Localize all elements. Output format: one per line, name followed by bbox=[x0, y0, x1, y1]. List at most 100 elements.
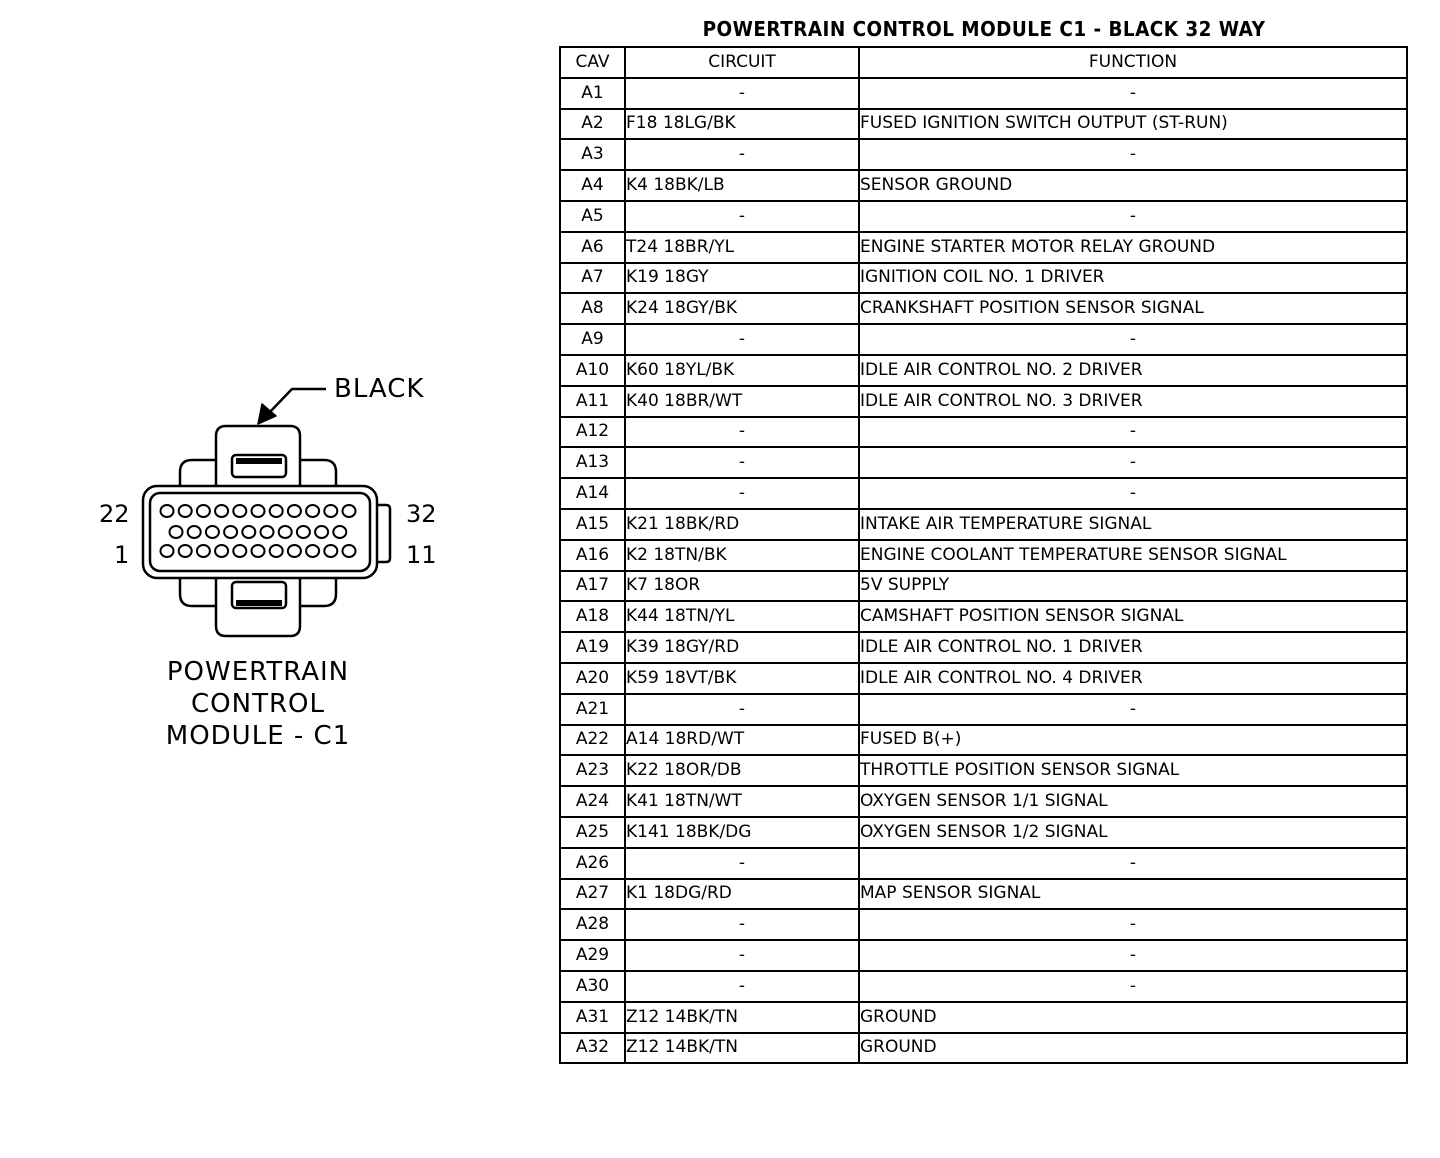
circuit-cell: - bbox=[624, 415, 860, 449]
table-row: A13-- bbox=[559, 446, 1408, 480]
connector-diagram bbox=[141, 387, 392, 638]
circuit-cell: - bbox=[624, 846, 860, 880]
function-cell: MAP SENSOR SIGNAL bbox=[858, 877, 1408, 911]
pin-cavity bbox=[204, 525, 220, 539]
circuit-cell: K141 18BK/DG bbox=[624, 815, 860, 849]
function-cell: ENGINE STARTER MOTOR RELAY GROUND bbox=[858, 230, 1408, 264]
circuit-cell: - bbox=[624, 138, 860, 172]
circuit-cell: K2 18TN/BK bbox=[624, 538, 860, 572]
function-cell: FUSED B(+) bbox=[858, 723, 1408, 757]
pin-label-22: 22 bbox=[99, 500, 130, 528]
circuit-cell: - bbox=[624, 969, 860, 1003]
circuit-cell: A14 18RD/WT bbox=[624, 723, 860, 757]
cav-cell: A16 bbox=[559, 538, 626, 572]
pin-cavity bbox=[186, 525, 202, 539]
function-cell: INTAKE AIR TEMPERATURE SIGNAL bbox=[858, 507, 1408, 541]
top-latch bbox=[214, 424, 302, 487]
pin-cavity bbox=[305, 544, 321, 558]
circuit-cell: K39 18GY/RD bbox=[624, 631, 860, 664]
table-title: POWERTRAIN CONTROL MODULE C1 - BLACK 32 … bbox=[702, 17, 1266, 41]
circuit-cell: K22 18OR/DB bbox=[624, 754, 860, 788]
cav-cell: A5 bbox=[559, 199, 626, 233]
table-row: A5-- bbox=[559, 199, 1408, 233]
function-cell: - bbox=[858, 939, 1408, 972]
cav-cell: A17 bbox=[559, 569, 626, 603]
cav-cell: A1 bbox=[559, 76, 626, 110]
pin-cavity bbox=[159, 504, 175, 518]
circuit-cell: - bbox=[624, 477, 860, 510]
module-caption: POWERTRAIN CONTROL MODULE - C1 bbox=[108, 656, 408, 752]
function-cell: - bbox=[858, 908, 1408, 942]
function-cell: IDLE AIR CONTROL NO. 3 DRIVER bbox=[858, 384, 1408, 418]
leader-arrow-line bbox=[267, 387, 326, 415]
cav-cell: A31 bbox=[559, 1000, 626, 1034]
circuit-cell: - bbox=[624, 446, 860, 480]
function-cell: FUSED IGNITION SWITCH OUTPUT (ST-RUN) bbox=[858, 107, 1408, 141]
cav-cell: A32 bbox=[559, 1031, 626, 1065]
cav-cell: A21 bbox=[559, 692, 626, 726]
cav-cell: A12 bbox=[559, 415, 626, 449]
pin-label-1: 1 bbox=[114, 541, 130, 569]
circuit-cell: K21 18BK/RD bbox=[624, 507, 860, 541]
pin-cavity bbox=[268, 544, 284, 558]
function-cell: SENSOR GROUND bbox=[858, 169, 1408, 202]
pin-cavity bbox=[214, 544, 230, 558]
function-cell: 5V SUPPLY bbox=[858, 569, 1408, 603]
function-cell: CAMSHAFT POSITION SENSOR SIGNAL bbox=[858, 600, 1408, 634]
pin-cavity bbox=[295, 525, 311, 539]
circuit-cell: Z12 14BK/TN bbox=[624, 1000, 860, 1034]
circuit-cell: - bbox=[624, 199, 860, 233]
pin-label-32: 32 bbox=[406, 500, 437, 528]
pin-cavity bbox=[259, 525, 275, 539]
cav-cell: A27 bbox=[559, 877, 626, 911]
pin-cavity bbox=[268, 504, 284, 518]
cav-cell: A23 bbox=[559, 754, 626, 788]
leader-arrow-head bbox=[257, 403, 277, 425]
cav-cell: A20 bbox=[559, 661, 626, 695]
circuit-cell: - bbox=[624, 323, 860, 356]
cav-cell: A2 bbox=[559, 107, 626, 141]
pin-cavity bbox=[223, 525, 239, 539]
header-cav: CAV bbox=[559, 46, 626, 79]
pin-cavity bbox=[195, 544, 211, 558]
table-row: A14-- bbox=[559, 477, 1408, 510]
function-cell: OXYGEN SENSOR 1/2 SIGNAL bbox=[858, 815, 1408, 849]
function-cell: OXYGEN SENSOR 1/1 SIGNAL bbox=[858, 785, 1408, 818]
module-caption-line-3: MODULE - C1 bbox=[165, 721, 351, 751]
circuit-cell: K19 18GY bbox=[624, 261, 860, 295]
pin-cavity bbox=[277, 525, 293, 539]
pin-cavity bbox=[168, 525, 184, 539]
pin-cavity bbox=[323, 544, 339, 558]
function-cell: - bbox=[858, 138, 1408, 172]
circuit-cell: F18 18LG/BK bbox=[624, 107, 860, 141]
circuit-cell: K1 18DG/RD bbox=[624, 877, 860, 911]
side-tab bbox=[377, 503, 392, 564]
pin-label-11: 11 bbox=[406, 541, 437, 569]
cav-cell: A30 bbox=[559, 969, 626, 1003]
function-cell: THROTTLE POSITION SENSOR SIGNAL bbox=[858, 754, 1408, 788]
function-cell: - bbox=[858, 969, 1408, 1003]
circuit-cell: K7 18OR bbox=[624, 569, 860, 603]
circuit-cell: K40 18BR/WT bbox=[624, 384, 860, 418]
cav-cell: A25 bbox=[559, 815, 626, 849]
function-cell: - bbox=[858, 446, 1408, 480]
bottom-shoulder bbox=[178, 578, 338, 608]
connector-color-label: BLACK bbox=[334, 374, 425, 404]
function-cell: ENGINE COOLANT TEMPERATURE SENSOR SIGNAL bbox=[858, 538, 1408, 572]
cav-cell: A22 bbox=[559, 723, 626, 757]
cav-cell: A19 bbox=[559, 631, 626, 664]
cav-cell: A13 bbox=[559, 446, 626, 480]
function-cell: - bbox=[858, 415, 1408, 449]
cav-cell: A28 bbox=[559, 908, 626, 942]
top-latch-slot bbox=[230, 453, 288, 479]
cav-cell: A7 bbox=[559, 261, 626, 295]
function-cell: - bbox=[858, 323, 1408, 356]
circuit-cell: - bbox=[624, 908, 860, 942]
